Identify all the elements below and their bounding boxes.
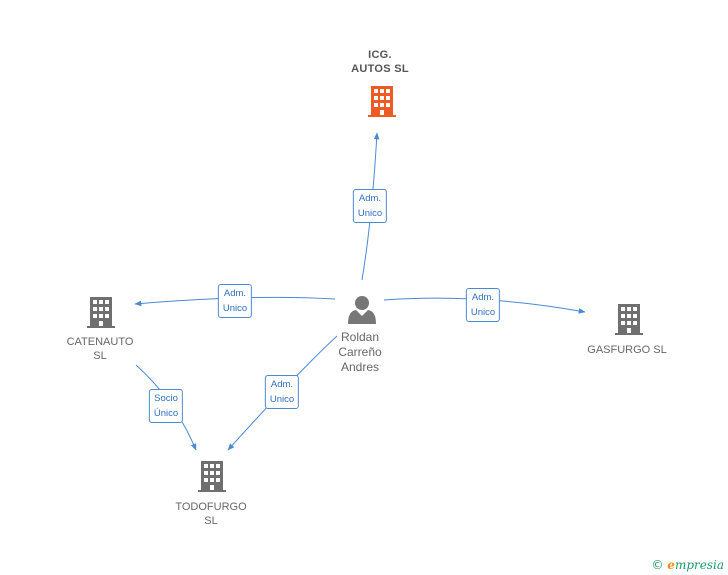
gasfurgo-label-line1: GASFURGO SL: [587, 344, 667, 356]
gasfurgo-label[interactable]: GASFURGO SL: [587, 343, 666, 357]
edge-label-catenauto-line2: Unico: [222, 303, 248, 314]
person-label-line1: Roldan: [340, 330, 380, 344]
edge-label-socio-line1: Socio: [154, 393, 178, 404]
person-label-line2: Carreño: [338, 345, 382, 359]
edge-label-gasfurgo-line1: Adm.: [471, 292, 495, 303]
brand-initial: e: [667, 558, 675, 572]
icg-label[interactable]: ICG. AUTOS SL: [351, 48, 409, 76]
gasfurgo-building-icon: [615, 304, 643, 335]
icg-building-icon: [368, 86, 396, 117]
brand-name: mpresia: [674, 558, 724, 572]
edge-label-catenauto-todofurgo: Socio Único: [148, 389, 184, 423]
edge-label-todofurgo: Adm. Unico: [264, 375, 300, 409]
edge-label-socio-line2: Único: [153, 408, 179, 419]
edge-label-catenauto: Adm. Unico: [217, 284, 253, 318]
icg-label-line2: AUTOS SL: [351, 63, 409, 75]
empresia-logo[interactable]: © empresia: [651, 558, 724, 572]
edge-label-icg-line2: Unico: [357, 208, 383, 219]
edge-label-todofurgo-line1: Adm.: [270, 379, 294, 390]
todofurgo-label-line2: SL: [204, 515, 218, 527]
catenauto-label[interactable]: CATENAUTO SL: [67, 335, 134, 363]
todofurgo-label-line1: TODOFURGO: [175, 501, 247, 513]
edge-label-icg-line1: Adm.: [358, 193, 382, 204]
catenauto-building-icon: [87, 297, 115, 328]
copyright-icon: ©: [651, 558, 664, 572]
catenauto-label-line1: CATENAUTO: [66, 336, 134, 348]
edge-label-catenauto-line1: Adm.: [223, 288, 247, 299]
person-label-line3: Andres: [340, 360, 380, 374]
catenauto-label-line2: SL: [93, 350, 107, 362]
todofurgo-building-icon: [198, 461, 226, 492]
person-icon: [348, 296, 376, 324]
edge-label-icg: Adm. Unico: [352, 189, 388, 223]
edge-label-gasfurgo-line2: Unico: [470, 307, 496, 318]
person-label[interactable]: Roldan Carreño Andres: [338, 330, 381, 375]
edge-label-gasfurgo: Adm. Unico: [465, 288, 501, 322]
todofurgo-label[interactable]: TODOFURGO SL: [175, 500, 246, 528]
icg-label-line1: ICG.: [368, 49, 392, 61]
edge-label-todofurgo-line2: Unico: [269, 394, 295, 405]
